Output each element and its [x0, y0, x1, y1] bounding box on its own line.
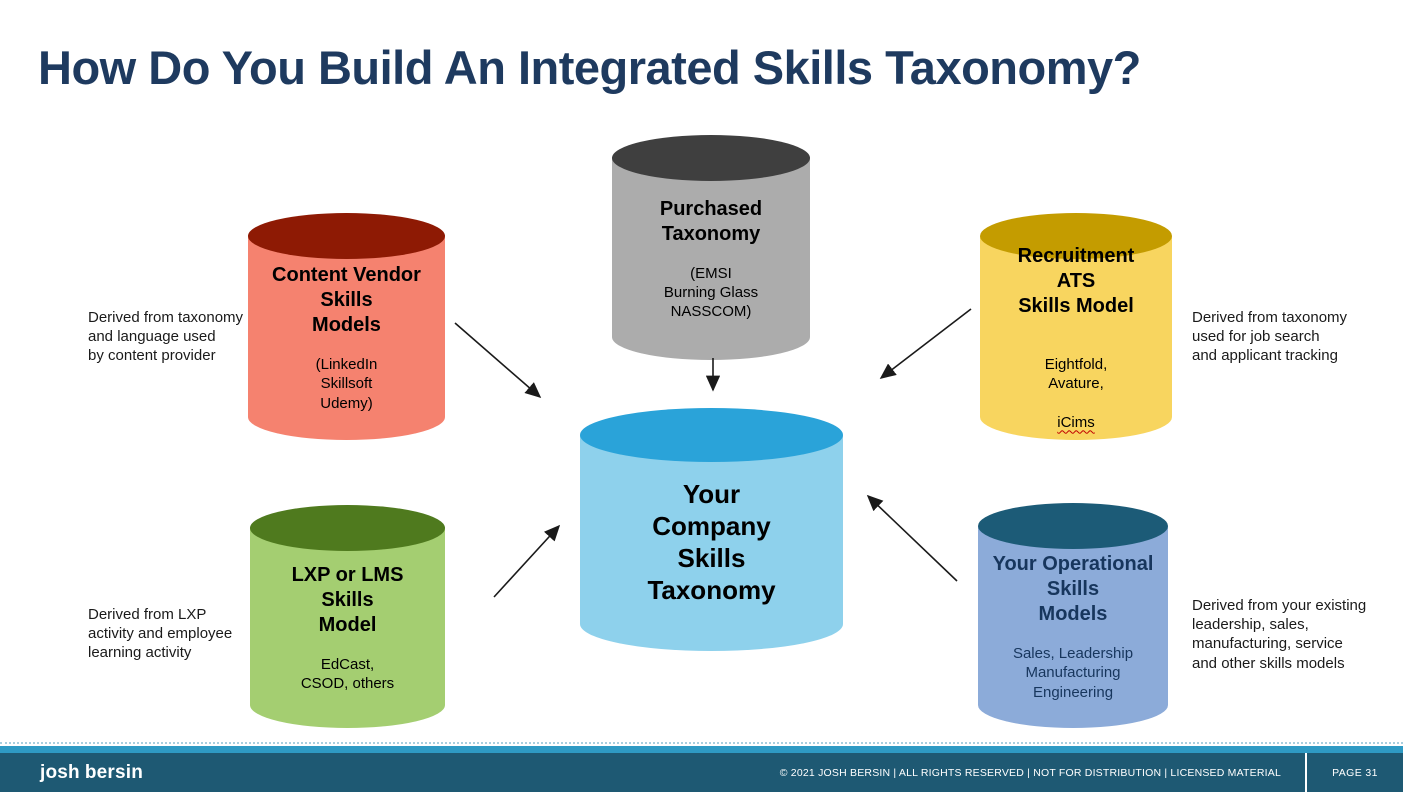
note-content-vendor: Derived from taxonomy and language used …: [88, 309, 244, 365]
cylinder-recruitment-ats: Recruitment ATS Skills Model Eightfold, …: [980, 213, 1172, 440]
cylinder-subtext: Sales, Leadership Manufacturing Engineer…: [1012, 645, 1134, 701]
cylinder-subtext: (LinkedIn Skillsoft Udemy): [315, 356, 378, 412]
cylinder-subtext: (EMSI Burning Glass NASSCOM): [663, 264, 759, 321]
cylinder-operational-skills: Your Operational Skills Models Sales, Le…: [978, 503, 1168, 728]
icims-spellchecked-text: iCims: [1057, 413, 1095, 431]
cylinder-body: [980, 236, 1172, 417]
arrow-content-vendor-to-center: [454, 322, 542, 399]
cylinder-heading: Recruitment ATS Skills Model: [1017, 245, 1135, 318]
cylinder-heading: Content Vendor Skills Models: [272, 264, 421, 337]
cylinder-top-ellipse: [612, 135, 810, 181]
note-recruitment-ats: Derived from taxonomy used for job searc…: [1192, 309, 1348, 365]
cylinder-company-skills-taxonomy: Your Company Skills Taxonomy: [580, 408, 843, 651]
footer-accent-stripe: [0, 746, 1403, 753]
arrow-operational-to-center: [866, 494, 958, 582]
cylinder-top-ellipse: [980, 213, 1172, 259]
arrow-lxp-to-center: [493, 524, 561, 598]
note-lxp-lms: Derived from LXP activity and employee l…: [88, 606, 233, 662]
page-number: PAGE 31: [1332, 766, 1378, 779]
slide-title: How Do You Build An Integrated Skills Ta…: [38, 41, 1141, 94]
cylinder-top-ellipse: [580, 408, 843, 462]
cylinder-heading: Your Company Skills Taxonomy: [647, 479, 776, 605]
cylinder-lxp-lms: LXP or LMS Skills Model EdCast, CSOD, ot…: [250, 505, 445, 728]
cylinder-heading: Purchased Taxonomy: [659, 197, 763, 245]
footer-dotted-line: [0, 742, 1403, 746]
cylinder-top-ellipse: [250, 505, 445, 551]
cylinder-subtext: EdCast, CSOD, others: [300, 655, 395, 692]
cylinder-heading: LXP or LMS Skills Model: [291, 563, 404, 636]
cylinder-body: [978, 526, 1168, 705]
cylinder-body: [248, 236, 445, 417]
cylinder-body: [250, 528, 445, 705]
cylinder-top-ellipse: [978, 503, 1168, 549]
cylinder-purchased-taxonomy: Purchased Taxonomy (EMSI Burning Glass N…: [612, 135, 810, 360]
arrow-recruitment-to-center: [879, 308, 972, 379]
copyright-text: © 2021 JOSH BERSIN | ALL RIGHTS RESERVED…: [779, 766, 1281, 779]
cylinder-content-vendor: Content Vendor Skills Models (LinkedIn S…: [248, 213, 445, 440]
cylinder-heading: Your Operational Skills Models: [992, 553, 1154, 626]
cylinder-top-ellipse: [248, 213, 445, 259]
cylinder-body: [612, 158, 810, 337]
note-operational: Derived from your existing leadership, s…: [1192, 597, 1367, 672]
cylinder-body: [580, 435, 843, 624]
footer-divider: [1305, 753, 1307, 792]
cylinder-subtext: Eightfold, Avature, iCims: [1044, 356, 1108, 431]
